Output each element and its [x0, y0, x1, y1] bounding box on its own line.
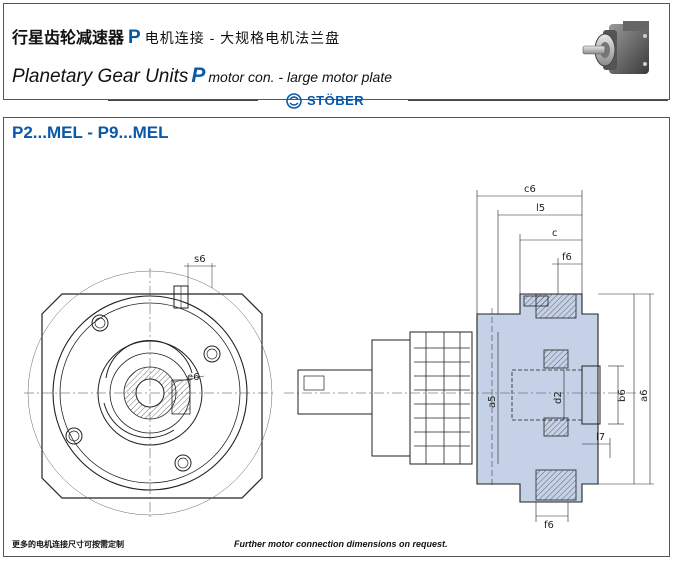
- dim-b6: b6: [617, 389, 628, 402]
- front-view: [24, 263, 276, 518]
- brand-name: STÖBER: [307, 93, 365, 108]
- dim-f6-top: f6: [562, 252, 572, 263]
- footnote-english: Further motor connection dimensions on r…: [234, 539, 448, 549]
- dim-f6-bottom: f6: [544, 520, 554, 531]
- title-en-sub: motor con. - large motor plate: [208, 69, 393, 85]
- dim-a5: a5: [487, 396, 498, 409]
- stober-logo-icon: [286, 93, 302, 109]
- brand-row: STÖBER: [0, 92, 675, 110]
- dim-e6: e6: [187, 372, 200, 383]
- footnote-chinese: 更多的电机连接尺寸可按需定制: [12, 540, 124, 549]
- title-cn-sub: 电机连接 - 大规格电机法兰盘: [144, 30, 341, 46]
- dim-a6: a6: [639, 390, 650, 403]
- dim-c: c: [552, 228, 558, 239]
- title-en-p: P: [191, 64, 206, 87]
- dim-l5: l5: [536, 203, 545, 214]
- section-title: P2...MEL - P9...MEL: [12, 123, 169, 142]
- title-cn-main: 行星齿轮减速器: [12, 30, 125, 47]
- dim-c6: c6: [524, 184, 536, 195]
- side-view: [284, 190, 654, 522]
- divider-left: [108, 100, 258, 101]
- dim-s6: s6: [194, 254, 206, 265]
- title-cn-p: P: [128, 27, 141, 48]
- technical-drawing: s6 e6: [24, 184, 654, 531]
- divider-right: [408, 100, 668, 101]
- gear-unit-photo-icon: [582, 21, 649, 74]
- dim-l7: l7: [596, 432, 605, 443]
- drawing-panel: P2...MEL - P9...MEL: [3, 117, 670, 557]
- title-en-main: Planetary Gear Units: [12, 66, 189, 87]
- dim-d2: d2: [553, 391, 564, 404]
